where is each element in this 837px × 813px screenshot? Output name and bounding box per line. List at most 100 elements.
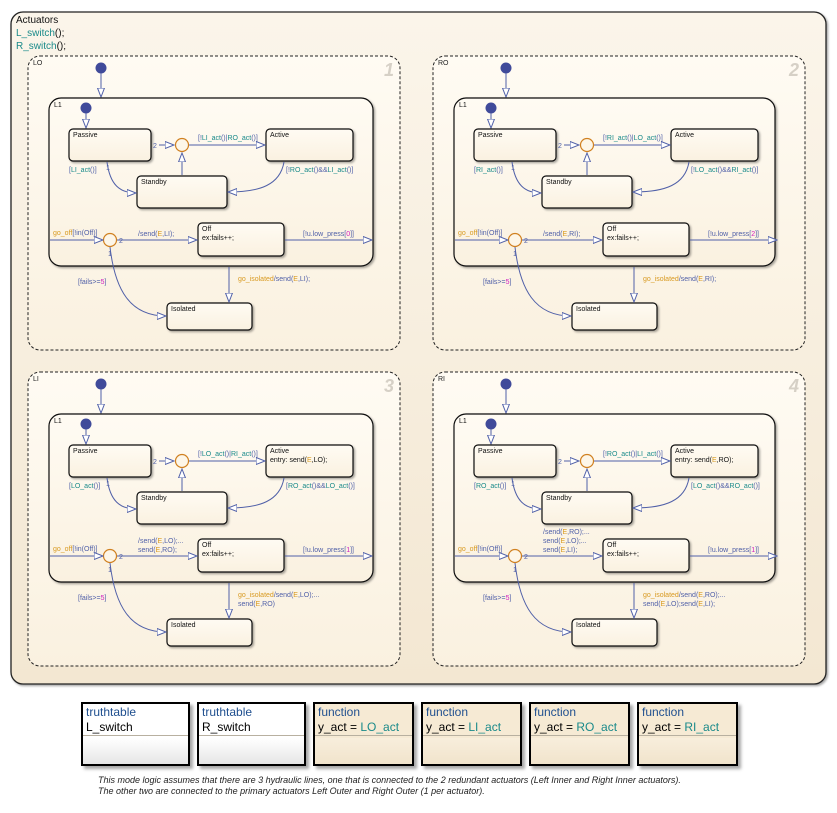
junction[interactable] — [507, 232, 523, 248]
transition-fails-isolated[interactable] — [514, 562, 571, 632]
execution-order-number: 3 — [384, 376, 394, 396]
default-transition-dot — [500, 62, 512, 74]
action-go-isolated[interactable]: go_isolated/send(E,LO);... — [238, 592, 319, 599]
state-passive[interactable] — [68, 444, 152, 478]
action-junction-off[interactable]: send(E,RO); — [138, 547, 177, 554]
state-l1-label: L1 — [54, 418, 62, 425]
guard-passive-standby[interactable]: [LO_act()] — [69, 483, 100, 490]
action-junction-off[interactable]: /send(E,LO);... — [138, 538, 184, 545]
execution-order-number: 1 — [384, 60, 394, 80]
note-line-1: This mode logic assumes that there are 3… — [98, 775, 681, 785]
guard-fails[interactable]: [fails>=5] — [483, 595, 511, 602]
guard-to-active[interactable]: [!LO_act()|RI_act()] — [198, 451, 258, 458]
junction[interactable] — [579, 453, 595, 469]
action-go-isolated[interactable]: go_isolated/send(E,RI); — [643, 276, 716, 283]
guard-go-off[interactable]: go_off[!in(Off)] — [458, 546, 503, 553]
junction[interactable] — [507, 548, 523, 564]
transition-active-standby[interactable] — [228, 477, 285, 508]
transition-order: 2 — [558, 143, 562, 150]
guard-to-active[interactable]: [!RO_act()|LI_act()] — [603, 451, 663, 458]
action-junction-off[interactable]: send(E,LI); — [543, 547, 577, 554]
block-signature: y_act = RI_act — [639, 719, 736, 736]
action-junction-off[interactable]: /send(E,LI); — [138, 231, 174, 238]
junction[interactable] — [174, 453, 190, 469]
guard-go-off[interactable]: go_off[!in(Off)] — [53, 546, 98, 553]
guard-passive-standby[interactable]: [RO_act()] — [474, 483, 506, 490]
state-active-action[interactable]: entry: send(E,LO); — [270, 457, 327, 464]
action-go-isolated[interactable]: go_isolated/send(E,LI); — [238, 276, 310, 283]
region-name: LI — [33, 376, 39, 383]
transition-fails-isolated[interactable] — [514, 246, 571, 316]
guard-low-press[interactable]: [!u.low_press[2]] — [708, 231, 759, 238]
state-isolated-label: Isolated — [171, 306, 196, 313]
guard-active-standby[interactable]: [!RO_act()&&LI_act()] — [286, 167, 353, 174]
transition-order: 2 — [524, 238, 528, 245]
transition-passive-standby[interactable] — [511, 161, 541, 193]
guard-low-press[interactable]: [!u.low_press[1]] — [708, 547, 759, 554]
guard-active-standby[interactable]: [!LO_act()&&RI_act()] — [691, 167, 758, 174]
junction[interactable] — [102, 548, 118, 564]
state-passive[interactable] — [68, 128, 152, 162]
state-active[interactable] — [265, 128, 354, 162]
block-kind-label: function — [642, 705, 685, 719]
state-passive[interactable] — [473, 128, 557, 162]
junction[interactable] — [174, 137, 190, 153]
transition-passive-standby[interactable] — [511, 477, 541, 509]
state-active[interactable] — [265, 444, 354, 478]
action-go-isolated[interactable]: go_isolated/send(E,RO);... — [643, 592, 726, 599]
transition-active-standby[interactable] — [633, 477, 690, 508]
state-off-action[interactable]: ex:fails++; — [202, 235, 234, 242]
transition-active-standby[interactable] — [633, 161, 690, 192]
state-off-action[interactable]: ex:fails++; — [607, 235, 639, 242]
action-junction-off[interactable]: send(E,LO);... — [543, 538, 587, 545]
guard-go-off[interactable]: go_off[!in(Off)] — [53, 230, 98, 237]
action-go-isolated[interactable]: send(E,LO);send(E,LI); — [643, 601, 715, 608]
guard-to-active[interactable]: [!LI_act()|RO_act()] — [198, 135, 258, 142]
guard-go-off[interactable]: go_off[!in(Off)] — [458, 230, 503, 237]
state-active[interactable] — [670, 128, 759, 162]
state-off[interactable] — [197, 222, 285, 257]
junction[interactable] — [102, 232, 118, 248]
transition-passive-standby[interactable] — [106, 477, 136, 509]
guard-active-standby[interactable]: [LO_act()&&RO_act()] — [691, 483, 760, 490]
transition-passive-standby[interactable] — [106, 161, 136, 193]
action-junction-off[interactable]: /send(E,RI); — [543, 231, 580, 238]
output-variable: y_act = — [534, 720, 577, 734]
function-name: RI_act — [684, 720, 720, 734]
guard-fails[interactable]: [fails>=5] — [78, 279, 106, 286]
transition-fails-isolated[interactable] — [109, 246, 166, 316]
state-off[interactable] — [602, 222, 690, 257]
guard-passive-standby[interactable]: [LI_act()] — [69, 167, 97, 174]
transition-active-standby[interactable] — [228, 161, 285, 192]
guard-fails[interactable]: [fails>=5] — [483, 279, 511, 286]
junction[interactable] — [579, 137, 595, 153]
transition-order: 1 — [108, 251, 112, 258]
state-passive-label: Passive — [73, 448, 98, 455]
state-off-label: Off — [607, 542, 616, 549]
guard-passive-standby[interactable]: [RI_act()] — [474, 167, 503, 174]
guard-active-standby[interactable]: [RO_act()&&LO_act()] — [286, 483, 355, 490]
action-junction-off[interactable]: /send(E,RO);... — [543, 529, 590, 536]
state-passive[interactable] — [473, 444, 557, 478]
guard-low-press[interactable]: [!u.low_press[1]] — [303, 547, 354, 554]
state-off-action[interactable]: ex:fails++; — [607, 551, 639, 558]
block-kind-label: truthtable — [86, 705, 137, 719]
state-off[interactable] — [602, 538, 690, 573]
transition-fails-isolated[interactable] — [109, 562, 166, 632]
guard-fails[interactable]: [fails>=5] — [78, 595, 106, 602]
state-isolated-label: Isolated — [576, 622, 601, 629]
state-off[interactable] — [197, 538, 285, 573]
state-active[interactable] — [670, 444, 759, 478]
state-off-action[interactable]: ex:fails++; — [202, 551, 234, 558]
guard-low-press[interactable]: [!u.low_press[0]] — [303, 231, 354, 238]
state-active-action[interactable]: entry: send(E,RO); — [675, 457, 733, 464]
action-go-isolated[interactable]: send(E,RO) — [238, 601, 275, 608]
state-standby-label: Standby — [141, 179, 167, 186]
guard-to-active[interactable]: [!RI_act()|LO_act()] — [603, 135, 663, 142]
